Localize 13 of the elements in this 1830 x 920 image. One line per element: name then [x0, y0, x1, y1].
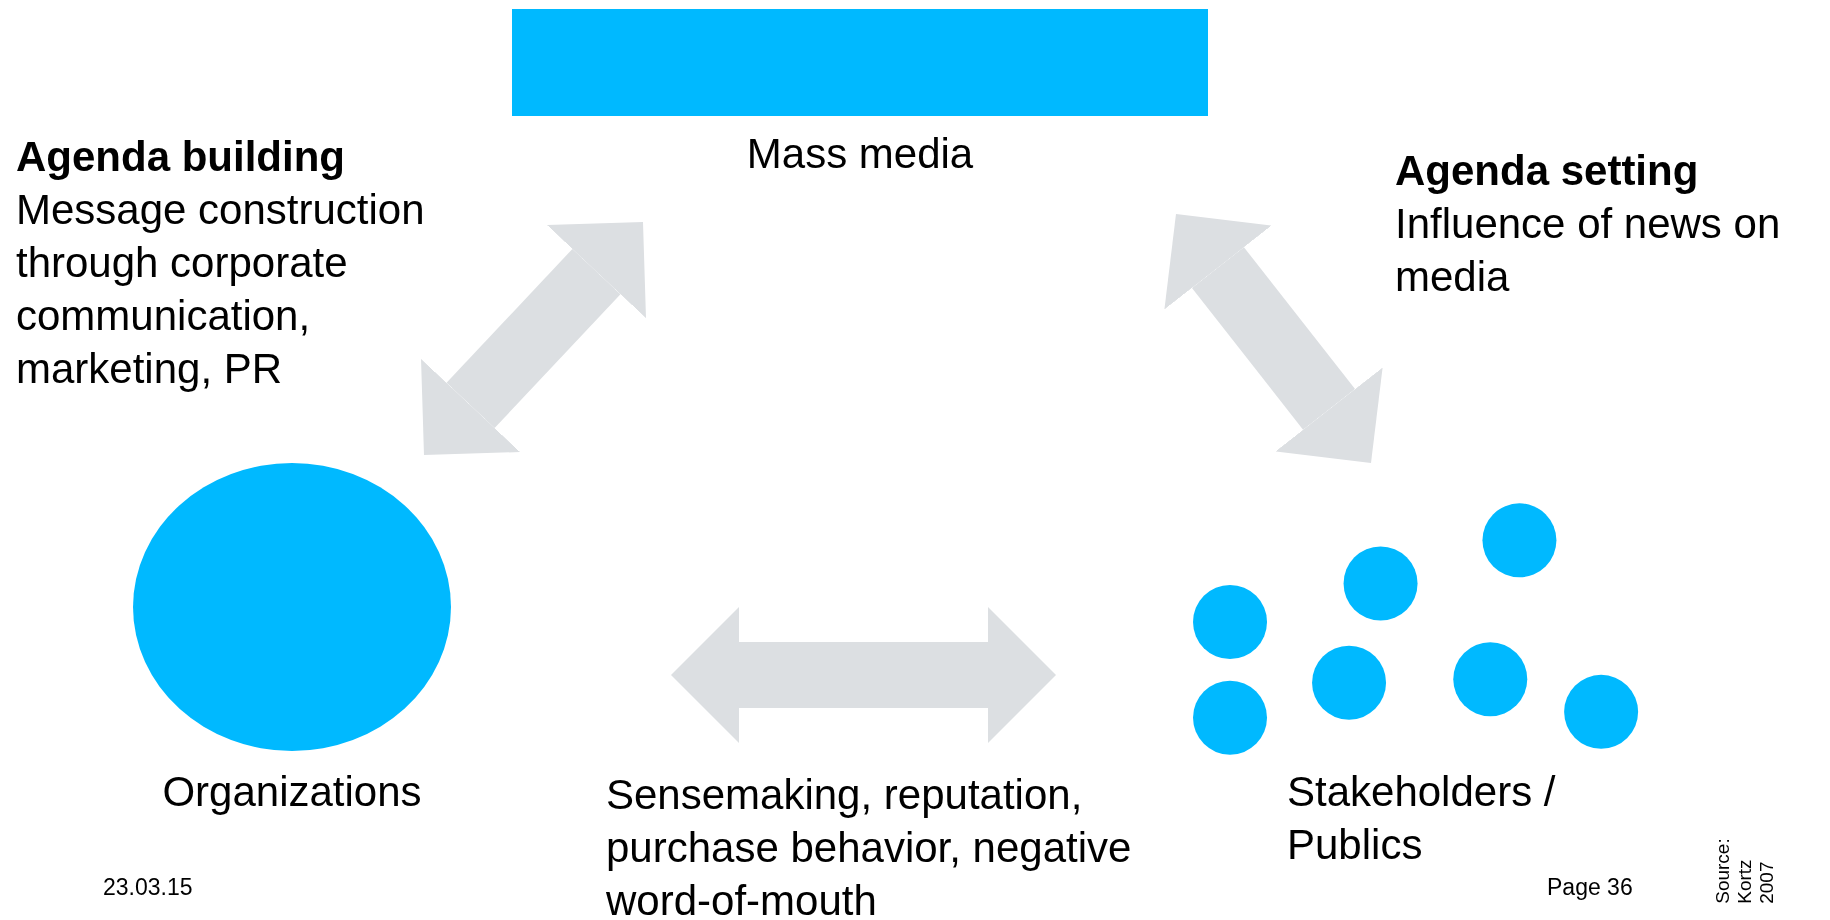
- double-arrow: [1164, 214, 1383, 463]
- double-arrow: [421, 222, 646, 455]
- description: Influence of news on media: [1395, 199, 1782, 302]
- node-label: Organizations: [161, 767, 423, 817]
- description: Message construction through corporate communication, marketing, PR: [16, 185, 426, 394]
- node-label: Stakeholders / Publics: [1287, 767, 1557, 870]
- heading: Agenda setting: [1395, 146, 1700, 196]
- heading: Agenda building: [16, 132, 346, 182]
- source-note: Source: Kortz 2007: [1712, 837, 1778, 904]
- double-arrow: [671, 607, 1056, 743]
- node-label: Mass media: [745, 129, 975, 179]
- description: Sensemaking, reputation, purchase behavior, negative word-of-mouth: [606, 770, 1133, 920]
- date-text: 23.03.15: [103, 874, 194, 901]
